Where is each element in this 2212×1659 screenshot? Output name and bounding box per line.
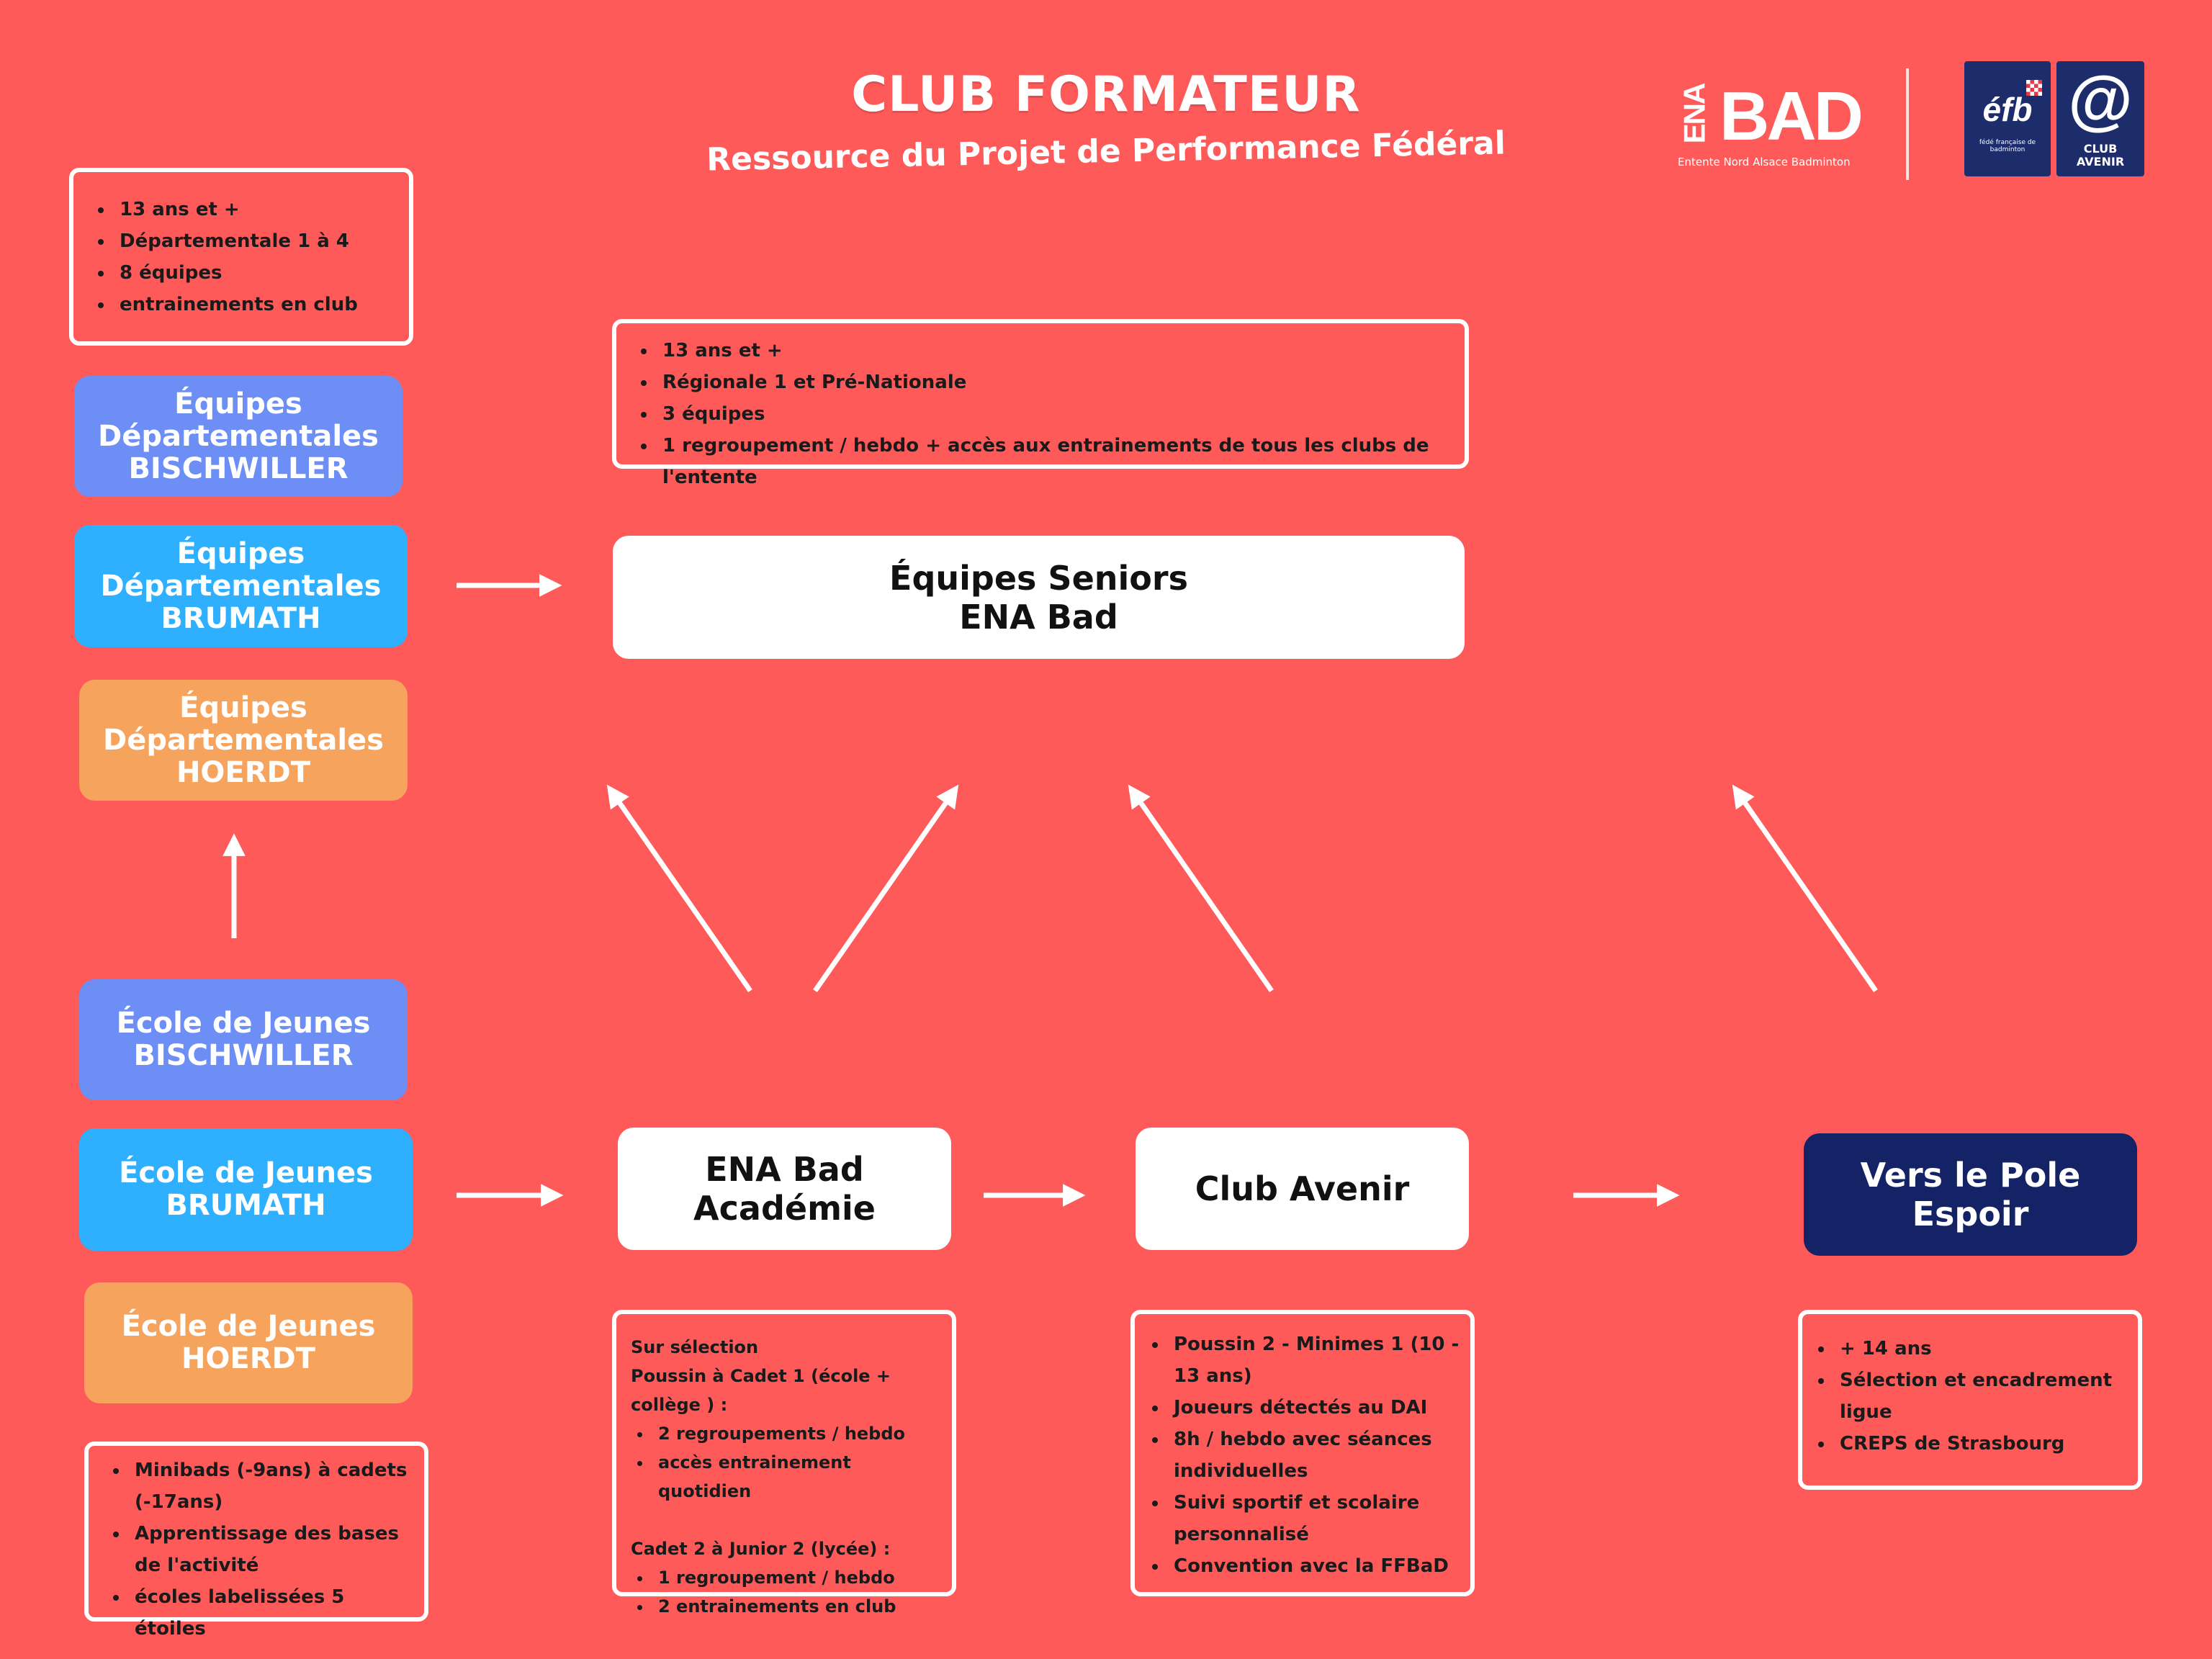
list-item: 13 ans et + <box>657 335 1465 367</box>
pole-espoir-box: Vers le Pole Espoir <box>1804 1133 2137 1256</box>
club-avenir-mark: @ <box>2068 63 2133 137</box>
list-item: Convention avec la FFBaD <box>1168 1550 1462 1582</box>
box-line: École de Jeunes <box>121 1310 376 1343</box>
box-line: Équipes <box>179 691 307 724</box>
list-item: Sélection et encadrement ligue <box>1834 1364 2131 1428</box>
box-line: BRUMATH <box>166 1189 326 1222</box>
box-line: Club Avenir <box>1195 1169 1410 1208</box>
bad-mark: BAD <box>1719 78 1863 155</box>
list-item: CREPS de Strasbourg <box>1834 1428 2131 1460</box>
academie-info-group2-title: Cadet 2 à Junior 2 (lycée) : <box>631 1539 891 1559</box>
club-avenir-logo: @ CLUB AVENIR <box>2056 61 2144 176</box>
ffbad-mark: éfb <box>1982 91 2033 128</box>
list-item: Joueurs détectés au DAI <box>1168 1392 1462 1424</box>
arrow-avenir-up <box>1128 784 1274 992</box>
avenir-info-box: Poussin 2 - Minimes 1 (10 - 13 ans) Joue… <box>1130 1310 1475 1596</box>
arrow-academie-up-left <box>606 784 752 992</box>
box-line: Équipes <box>176 536 305 570</box>
list-item: Régionale 1 et Pré-Nationale <box>657 367 1465 398</box>
dept-bischwiller-box: Équipes Départementales BISCHWILLER <box>74 376 403 497</box>
box-line: BISCHWILLER <box>128 451 349 485</box>
ena-bad-logo: ENA BAD Entente Nord Alsace Badminton <box>1677 78 1863 174</box>
list-item: écoles labelissées 5 étoiles <box>129 1581 417 1645</box>
academie-info-box: Sur sélection Poussin à Cadet 1 (école +… <box>612 1310 956 1617</box>
list-item: Apprentissage des bases de l'activité <box>129 1518 417 1581</box>
box-line: HOERDT <box>176 755 311 789</box>
box-line: Vers le Pole <box>1860 1156 2081 1195</box>
club-avenir-box: Club Avenir <box>1136 1128 1469 1250</box>
club-avenir-caption-1: CLUB <box>2083 142 2118 156</box>
box-line: ENA Bad <box>959 597 1118 637</box>
arrow-academie-up-right <box>813 784 959 992</box>
seniors-box: Équipes Seniors ENA Bad <box>613 536 1465 659</box>
dept-brumath-box: Équipes Départementales BRUMATH <box>74 525 408 647</box>
ena-bad-caption: Entente Nord Alsace Badminton <box>1678 156 1851 168</box>
box-line: Départementales <box>98 419 379 453</box>
list-item: 1 regroupement / hebdo + accès aux entra… <box>657 430 1465 493</box>
list-item: entrainements en club <box>114 289 409 320</box>
box-line: BISCHWILLER <box>133 1039 354 1072</box>
ecole-brumath-box: École de Jeunes BRUMATH <box>79 1128 413 1251</box>
pole-info-box: + 14 ans Sélection et encadrement ligue … <box>1798 1310 2142 1490</box>
club-avenir-caption-2: AVENIR <box>2076 155 2125 168</box>
list-item: 1 regroupement / hebdo <box>652 1563 945 1592</box>
list-item: Poussin 2 - Minimes 1 (10 - 13 ans) <box>1168 1328 1462 1392</box>
academie-box: ENA Bad Académie <box>618 1128 951 1250</box>
academie-info-heading: Sur sélection <box>631 1337 759 1357</box>
list-item: + 14 ans <box>1834 1333 2131 1364</box>
box-line: Équipes Seniors <box>889 558 1188 598</box>
ecole-hoerdt-box: École de Jeunes HOERDT <box>84 1282 413 1403</box>
box-line: Équipes <box>174 387 302 421</box>
ffbad-logo: éfb fédé française de badminton <box>1964 61 2051 176</box>
ffbad-checker <box>2026 80 2042 96</box>
dept-info-box: 13 ans et + Départementale 1 à 4 8 équip… <box>69 168 413 346</box>
seniors-info-box: 13 ans et + Régionale 1 et Pré-Nationale… <box>612 319 1469 488</box>
box-line: BRUMATH <box>161 601 321 635</box>
ecole-info-box: Minibads (-9ans) à cadets (-17ans) Appre… <box>84 1442 428 1640</box>
box-line: École de Jeunes <box>119 1156 373 1190</box>
academie-info-group1-title: Poussin à Cadet 1 (école + collège ) : <box>631 1366 891 1415</box>
list-item: 2 regroupements / hebdo <box>652 1419 945 1448</box>
list-item: 8 équipes <box>114 257 409 289</box>
list-item: 13 ans et + <box>114 194 409 225</box>
list-item: 2 entrainements en club <box>652 1592 945 1621</box>
ffbad-fine-print: fédé française de badminton <box>1979 139 2036 153</box>
list-item: Suivi sportif et scolaire personnalisé <box>1168 1487 1462 1550</box>
ecole-bischwiller-box: École de Jeunes BISCHWILLER <box>79 979 408 1100</box>
list-item: 8h / hebdo avec séances individuelles <box>1168 1424 1462 1487</box>
list-item: Minibads (-9ans) à cadets (-17ans) <box>129 1455 417 1518</box>
box-line: Départementales <box>100 569 382 603</box>
box-line: Espoir <box>1912 1195 2029 1233</box>
box-line: Départementales <box>103 723 384 757</box>
arrow-pole-up <box>1732 784 1878 992</box>
logo-divider <box>1906 68 1909 180</box>
box-line: École de Jeunes <box>116 1007 371 1040</box>
box-line: HOERDT <box>181 1342 316 1375</box>
dept-hoerdt-box: Équipes Départementales HOERDT <box>79 680 408 801</box>
list-item: accès entrainement quotidien <box>652 1448 945 1506</box>
ena-bad-logo-mark: ENA BAD <box>1677 78 1863 155</box>
box-line: ENA Bad <box>705 1150 864 1189</box>
list-item: Départementale 1 à 4 <box>114 225 409 257</box>
list-item: 3 équipes <box>657 398 1465 430</box>
page-title: CLUB FORMATEUR <box>851 66 1361 123</box>
box-line: Académie <box>693 1189 876 1228</box>
